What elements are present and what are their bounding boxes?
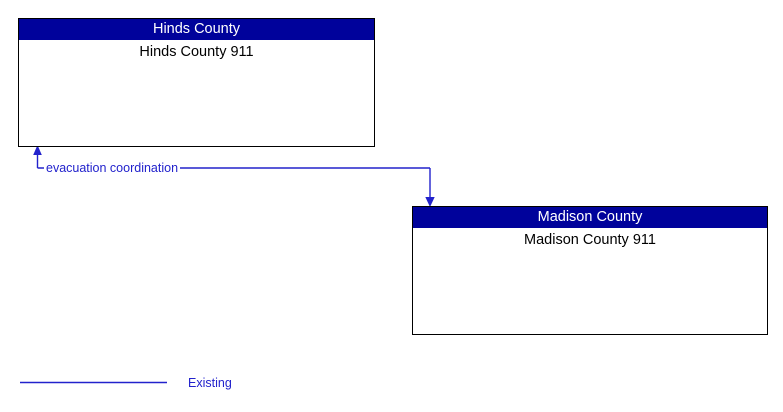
flow-label-evacuation-coordination: evacuation coordination	[44, 161, 181, 175]
node-hinds-county-body: Hinds County 911	[139, 44, 254, 60]
node-madison-county-body: Madison County 911	[524, 232, 656, 248]
node-madison-county-header: Madison County	[413, 207, 767, 228]
node-hinds-county[interactable]: Hinds County Hinds County 911	[18, 18, 375, 147]
node-madison-county[interactable]: Madison County Madison County 911	[412, 206, 768, 335]
flow-evacuation-coordination	[33, 145, 435, 207]
legend-label-existing: Existing	[188, 376, 232, 390]
node-hinds-county-header: Hinds County	[19, 19, 374, 40]
